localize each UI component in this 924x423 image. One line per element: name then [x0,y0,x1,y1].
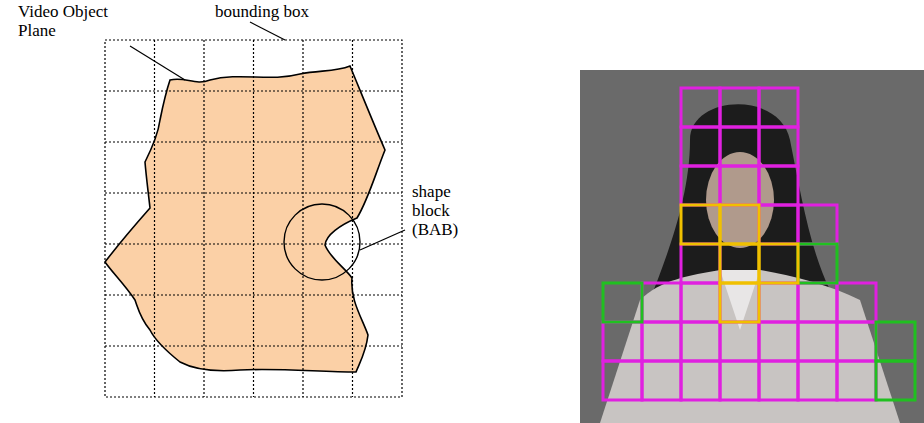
shape-block-grid [603,88,915,400]
block-square [720,166,759,205]
block-square [759,127,798,166]
block-square [759,88,798,127]
block-square [720,88,759,127]
leader-lines [130,22,405,250]
block-square [720,205,759,244]
block-square [720,127,759,166]
block-square [603,361,642,400]
photo-background [580,70,924,423]
callout-label: bounding box [215,2,355,21]
block-square [642,322,681,361]
block-square [837,322,876,361]
bounding-box-grid [105,40,402,397]
block-square [681,205,720,244]
bab-circle [284,204,360,280]
block-square [798,283,837,322]
block-square [876,322,915,361]
jacket [600,270,900,423]
block-square [876,361,915,400]
block-square [681,322,720,361]
block-square [798,322,837,361]
block-square [837,361,876,400]
block-square [798,244,837,283]
block-square [759,205,798,244]
block-square [759,361,798,400]
block-square [720,283,759,322]
block-square [720,322,759,361]
block-square [720,244,759,283]
video-object-plane [105,66,385,372]
block-square [681,244,720,283]
block-square [759,283,798,322]
block-square [798,205,837,244]
block-square [681,88,720,127]
block-square [759,244,798,283]
block-square [681,283,720,322]
block-square [837,283,876,322]
block-square [759,166,798,205]
block-square [681,166,720,205]
block-square [759,322,798,361]
block-square [603,283,642,322]
block-square [798,361,837,400]
block-square [642,283,681,322]
block-square [681,361,720,400]
collar [720,270,760,330]
block-square [603,322,642,361]
callout-label: Video Object Plane [18,2,136,40]
block-square [681,127,720,166]
block-square [720,361,759,400]
block-square [642,361,681,400]
callout-label: shape block (BAB) [412,182,470,239]
